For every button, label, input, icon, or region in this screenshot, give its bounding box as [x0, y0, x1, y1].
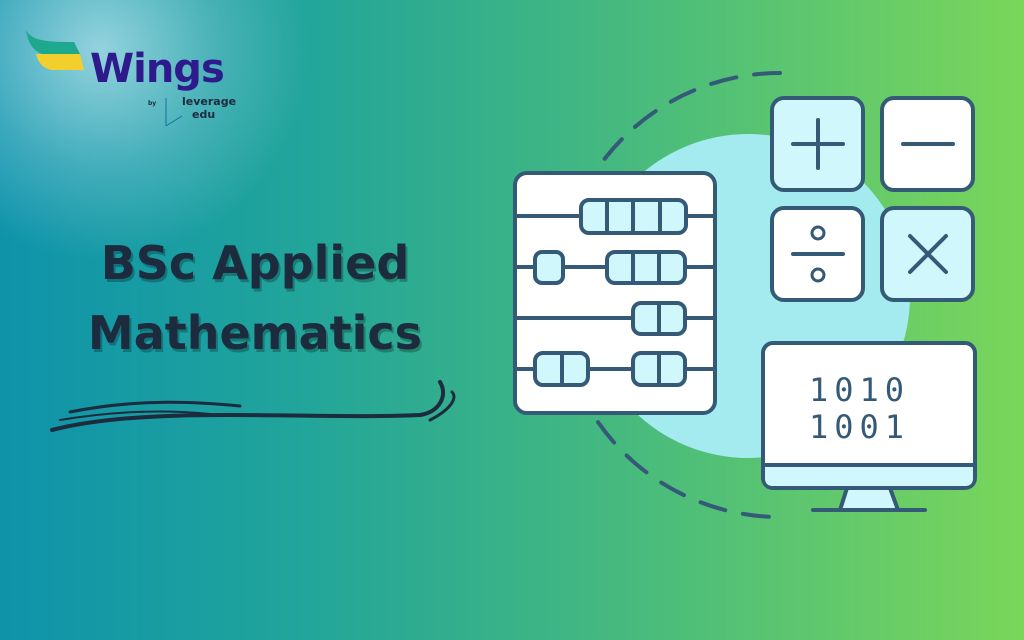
logo-wordmark: Wings — [90, 46, 225, 92]
page-title: BSc Applied Mathematics — [20, 228, 490, 368]
logo-brand-line2: edu — [192, 108, 216, 121]
abacus-icon — [513, 171, 717, 415]
binary-line-2: 1001 — [809, 408, 910, 446]
dashed-orbit — [556, 71, 782, 519]
wings-logo: Wings by leverage edu — [22, 28, 236, 128]
leverage-slash-icon — [165, 98, 183, 127]
swoosh-underline — [50, 380, 456, 432]
minus-tile — [880, 96, 975, 192]
title-line-1: BSc Applied — [100, 236, 410, 290]
multiply-tile — [880, 206, 975, 302]
divide-tile — [770, 206, 865, 302]
computer-monitor-icon — [761, 341, 977, 512]
wing-icon — [26, 30, 84, 70]
title-line-2: Mathematics — [87, 306, 423, 360]
binary-line-1: 1010 — [809, 371, 910, 409]
logo-by: by — [148, 100, 157, 107]
logo-brand-line1: leverage — [182, 95, 237, 108]
plus-tile — [770, 96, 865, 192]
